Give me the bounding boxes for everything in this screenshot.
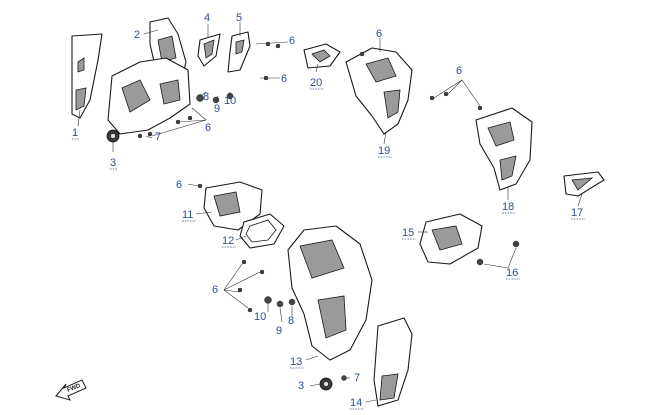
callout-6-lower-left[interactable]: 6	[212, 284, 218, 296]
part-20-trim-piece[interactable]	[303, 43, 341, 69]
callout-labels: 1 2 3 4 5 6 6 6 7 8 9 10 20 6 19 6 18 17…	[72, 12, 583, 409]
part-3-grommet-upper[interactable]	[106, 129, 120, 143]
part-13-center-shroud[interactable]	[287, 225, 373, 361]
part-5-clip-bracket[interactable]	[227, 31, 251, 73]
part-18-right-fairing[interactable]	[475, 107, 533, 191]
callout-17[interactable]: 17	[571, 207, 583, 219]
part-left-shroud-body[interactable]	[107, 57, 191, 135]
part-19-fairing[interactable]	[345, 47, 413, 135]
callout-3-upper[interactable]: 3	[110, 157, 116, 169]
callout-3-lower[interactable]: 3	[298, 380, 304, 392]
part-12-gasket[interactable]	[239, 213, 285, 249]
callout-7-lower[interactable]: 7	[354, 372, 360, 384]
leader-lines	[77, 22, 583, 403]
callout-12[interactable]: 12	[222, 235, 234, 247]
callout-11[interactable]: 11	[182, 209, 193, 221]
callout-10-upper[interactable]: 10	[224, 95, 236, 107]
callout-6-far-right[interactable]: 6	[456, 65, 462, 77]
fwd-label: FWD	[67, 383, 83, 394]
callout-19[interactable]: 19	[378, 145, 390, 157]
callout-13[interactable]: 13	[290, 356, 302, 368]
callout-underlines	[72, 88, 585, 410]
callout-8-lower[interactable]: 8	[288, 315, 294, 327]
callout-6-top[interactable]: 6	[289, 35, 295, 47]
part-4-lens[interactable]	[197, 33, 221, 67]
part-17-small-trim[interactable]	[563, 171, 605, 197]
callout-5[interactable]: 5	[236, 12, 242, 24]
callout-10-lower[interactable]: 10	[254, 311, 266, 323]
callout-7-upper[interactable]: 7	[155, 131, 161, 143]
arrow-fwd-icon: FWD	[55, 379, 87, 401]
callout-20[interactable]: 20	[310, 77, 322, 89]
callout-6-lower-top[interactable]: 6	[176, 179, 182, 191]
part-3-grommet-lower[interactable]	[319, 377, 333, 391]
callout-14[interactable]: 14	[350, 397, 362, 409]
callout-4[interactable]: 4	[204, 12, 210, 24]
callout-9-upper[interactable]: 9	[214, 103, 220, 115]
callout-15[interactable]: 15	[402, 227, 414, 239]
callout-6-left[interactable]: 6	[205, 122, 211, 134]
part-14-lower-panel[interactable]	[373, 317, 413, 407]
callout-18[interactable]: 18	[502, 201, 514, 213]
callout-6-right-top[interactable]: 6	[376, 28, 382, 40]
callout-6-mid[interactable]: 6	[281, 73, 287, 85]
callout-8-upper[interactable]: 8	[203, 91, 209, 103]
callout-2[interactable]: 2	[134, 29, 140, 41]
callout-16[interactable]: 16	[506, 267, 518, 279]
part-15-bracket[interactable]	[419, 213, 483, 265]
fastener-screws	[137, 41, 520, 381]
part-11-lower-bracket[interactable]	[203, 181, 263, 231]
callout-1[interactable]: 1	[72, 127, 78, 139]
part-1-side-panel[interactable]	[71, 33, 103, 119]
callout-9-lower[interactable]: 9	[276, 325, 282, 337]
